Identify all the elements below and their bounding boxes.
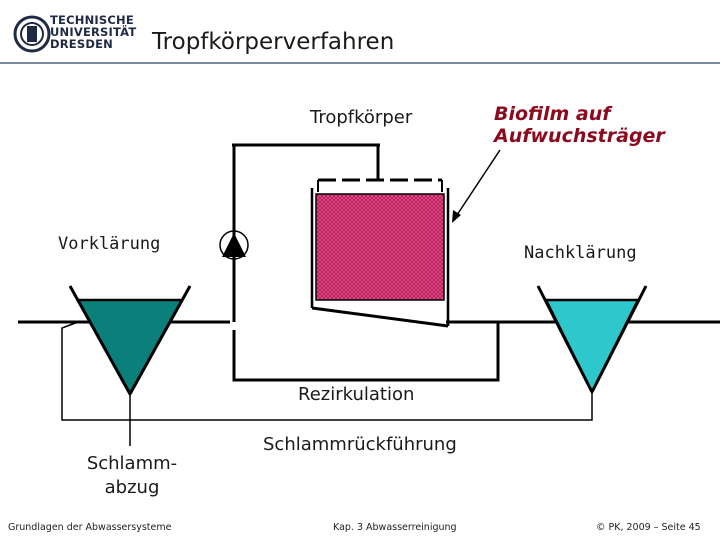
tu-dresden-logo — [12, 14, 142, 54]
label-tropfkoerper: Tropfkörper — [310, 107, 413, 128]
vorklaerung-basin — [75, 298, 185, 397]
tropfkoerper-bottom — [311, 306, 449, 328]
label-schlammabzug: Schlamm- abzug — [70, 452, 194, 500]
label-biofilm-line-2: Aufwuchsträger — [494, 125, 665, 147]
biofilm-pointer-line — [454, 149, 501, 219]
biofilm-pointer-arrowhead-icon — [452, 210, 461, 223]
label-vorklaerung: Vorklärung — [58, 234, 161, 254]
footer-right: © PK, 2009 – Seite 45 — [596, 522, 701, 533]
label-schlammrueckfuehrung: Schlammrückführung — [263, 434, 457, 455]
label-schlammabzug-line-2: abzug — [104, 477, 160, 498]
vorklaerung-right-wall — [128, 285, 192, 395]
logo-line-1: TECHNISCHE — [50, 13, 134, 27]
nachklaerung-basin — [543, 298, 641, 395]
footer-center: Kap. 3 Abwasserreinigung — [333, 522, 457, 533]
label-nachklaerung: Nachklärung — [524, 243, 637, 263]
nachklaerung-right-wall — [590, 285, 648, 393]
label-biofilm: Biofilm auf Aufwuchsträger — [494, 103, 665, 147]
logo-line-3: DRESDEN — [50, 37, 113, 51]
schlammrueckfuehrung-pipe — [61, 321, 593, 421]
footer-left: Grundlagen der Abwassersysteme — [8, 522, 172, 533]
tu-dresden-seal-icon — [13, 15, 51, 53]
page-title: Tropfkörperverfahren — [152, 29, 395, 55]
logo-text: TECHNISCHE UNIVERSITÄT DRESDEN — [50, 14, 136, 50]
vorklaerung-left-wall — [68, 285, 132, 395]
label-schlammabzug-line-1: Schlamm- — [86, 453, 178, 474]
label-rezirkulation: Rezirkulation — [298, 384, 415, 405]
logo-line-2: UNIVERSITÄT — [50, 25, 137, 39]
tropfkoerper-filter-bed — [315, 193, 445, 301]
rezirkulation-loop — [232, 322, 500, 382]
header-divider — [0, 62, 720, 64]
nachklaerung-left-wall — [536, 285, 594, 393]
label-biofilm-line-1: Biofilm auf — [494, 103, 611, 125]
